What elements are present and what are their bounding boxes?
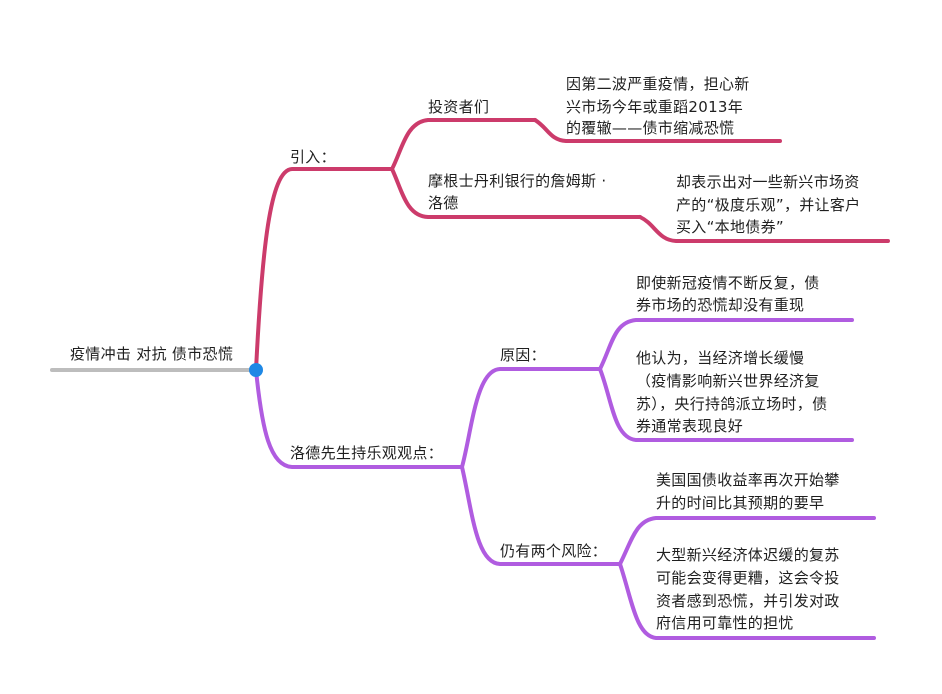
reason-2-line: 他认为，当经济增长缓慢 xyxy=(636,349,805,367)
lode-detail-connector xyxy=(638,215,890,243)
lode-topic-line: 洛德 xyxy=(428,194,459,212)
investors-detail-line: 因第二波严重疫情，担心新 xyxy=(566,75,750,93)
reason-1-line: 券市场的恐慌却没有重现 xyxy=(636,296,805,314)
root-topic: 疫情冲击 对抗 债市恐慌 xyxy=(70,345,234,363)
investors-detail-line: 兴市场今年或重蹈2013年 xyxy=(566,98,744,116)
risks-topic: 仍有两个风险： xyxy=(500,542,608,560)
lode-detail-line: 买入“本地债券” xyxy=(676,218,784,236)
risk-2-connector xyxy=(618,562,876,640)
view-topic: 洛德先生持乐观观点： xyxy=(290,444,444,462)
investors-connector xyxy=(390,118,537,171)
reason-1-connector xyxy=(598,318,854,371)
intro-branch-lines xyxy=(254,118,890,372)
reasons-topic: 原因： xyxy=(500,346,546,364)
reason-2-connector xyxy=(598,367,854,442)
root-node-dot xyxy=(249,363,263,377)
intro-connector xyxy=(254,167,394,372)
reason-2-line: （疫情影响新兴世界经济复 xyxy=(636,372,820,390)
investors-detail-line: 的覆辙——债市缩减恐慌 xyxy=(566,119,735,137)
intro-topic: 引入： xyxy=(290,148,336,166)
risk-2-line: 大型新兴经济体迟缓的复苏 xyxy=(656,546,840,564)
risk-1-line: 美国国债收益率再次开始攀 xyxy=(656,471,840,489)
risk-1-line: 升的时间比其预期的要早 xyxy=(656,494,825,512)
risk-1-connector xyxy=(618,516,876,566)
lode-detail-line: 产的“极度乐观”，并让客户 xyxy=(676,196,861,214)
reason-1-line: 即使新冠疫情不断反复，债 xyxy=(636,274,820,292)
reason-2-line: 苏），央行持鸽派立场时，债 xyxy=(636,395,828,413)
reason-2-line: 券通常表现良好 xyxy=(636,417,744,435)
lode-connector xyxy=(390,167,642,219)
view-connector xyxy=(254,368,464,469)
risk-2-line: 可能会变得更糟，这会令投 xyxy=(656,569,840,587)
reasons-connector xyxy=(460,367,602,469)
lode-topic-line: 摩根士丹利银行的詹姆斯 · xyxy=(428,172,607,190)
view-branch-lines xyxy=(254,318,876,640)
investors-topic: 投资者们 xyxy=(428,98,490,116)
lode-detail-line: 却表示出对一些新兴市场资 xyxy=(676,173,860,191)
investors-detail-connector xyxy=(533,118,782,143)
risks-connector xyxy=(460,465,622,566)
risk-2-line: 府信用可靠性的担忧 xyxy=(656,614,794,632)
risk-2-line: 资者感到恐慌，并引发对政 xyxy=(656,592,840,610)
